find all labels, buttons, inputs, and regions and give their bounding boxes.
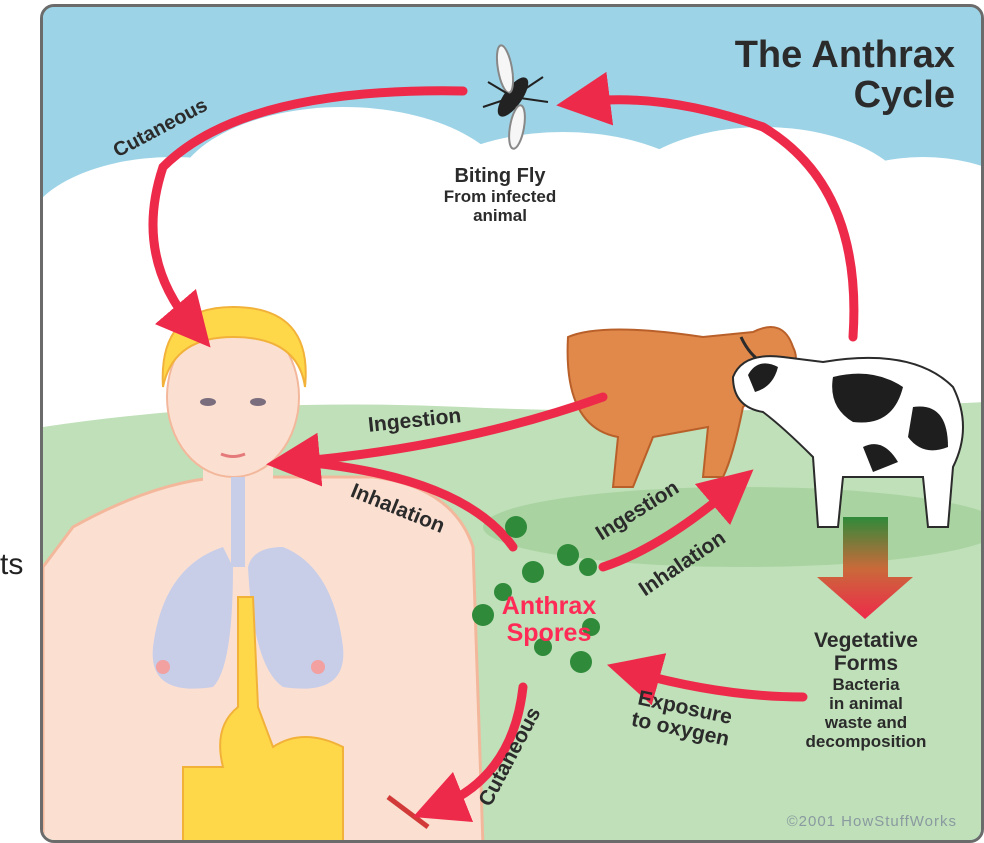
vegetative-desc-1: Bacteria <box>791 675 941 694</box>
side-text-fragment: ts <box>0 548 23 582</box>
spores-line-2: Spores <box>489 620 609 647</box>
title-line-1: The Anthrax <box>735 35 955 75</box>
vegetative-desc-3: waste and <box>791 713 941 732</box>
anthrax-spores-label: Anthrax Spores <box>489 593 609 647</box>
spores-line-1: Anthrax <box>489 593 609 620</box>
biting-fly-desc-2: animal <box>435 206 565 225</box>
vegetative-desc-2: in animal <box>791 694 941 713</box>
vegetative-heading-2: Forms <box>791 652 941 675</box>
biting-fly-desc-1: From infected <box>435 187 565 206</box>
vegetative-desc-4: decomposition <box>791 732 941 751</box>
biting-fly-label: Biting Fly From infected animal <box>435 165 565 225</box>
vegetative-heading-1: Vegetative <box>791 629 941 652</box>
diagram-title: The Anthrax Cycle <box>735 35 955 115</box>
anthrax-cycle-diagram: The Anthrax Cycle Biting Fly From infect… <box>40 4 984 843</box>
vegetative-forms-label: Vegetative Forms Bacteria in animal wast… <box>791 629 941 751</box>
copyright-notice: ©2001 HowStuffWorks <box>787 813 957 830</box>
title-line-2: Cycle <box>735 75 955 115</box>
biting-fly-heading: Biting Fly <box>435 165 565 187</box>
